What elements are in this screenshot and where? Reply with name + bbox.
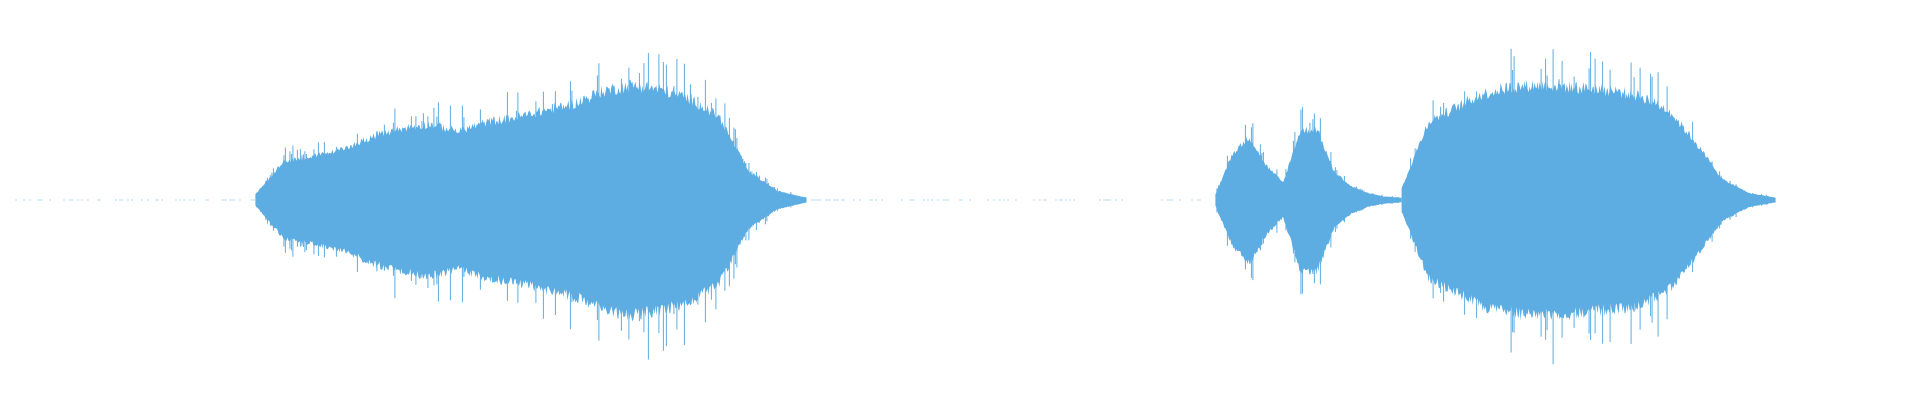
waveform-body [255,79,807,322]
waveform-spikes [1216,107,1399,295]
waveform-segment-second-word-onset [1215,107,1402,295]
waveform-body [1215,126,1402,275]
waveform-segment-second-word-body [1401,48,1776,365]
waveform-spikes [1410,48,1769,365]
waveform-spikes [265,52,807,360]
waveform-segment-first-word [255,52,807,360]
